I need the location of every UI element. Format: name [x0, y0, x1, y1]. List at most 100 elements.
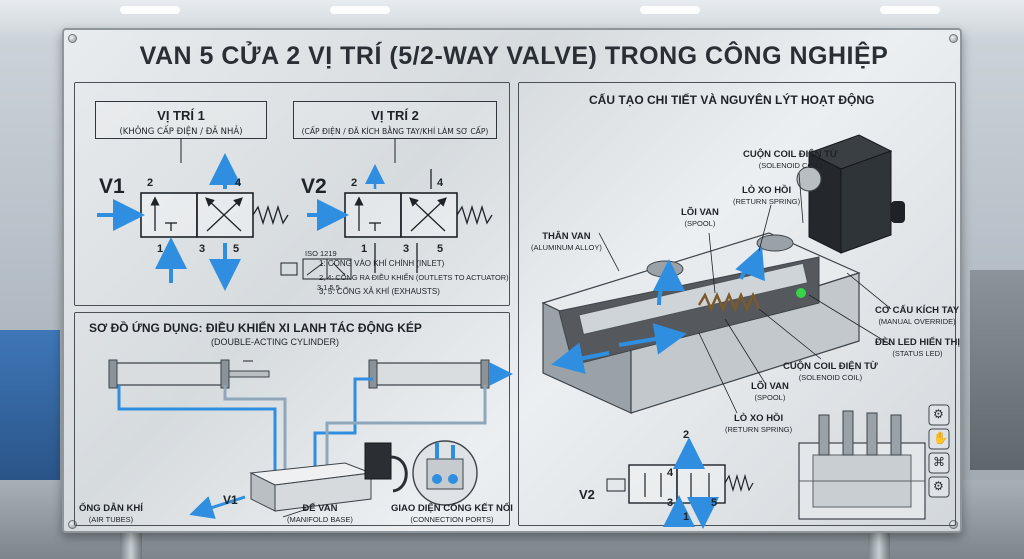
- application-drawing: [108, 359, 513, 519]
- application-subtitle: (DOUBLE-ACTING CYLINDER): [211, 337, 340, 347]
- manifold-label: ĐẾ VAN: [302, 503, 338, 514]
- industrial-machine: [798, 410, 926, 520]
- ceiling-light: [880, 6, 940, 14]
- structure-valve-symbol: [606, 437, 754, 529]
- spring-bottom-sublabel: (RETURN SPRING): [725, 425, 793, 434]
- valve-cutaway-drawing: [541, 134, 950, 529]
- spring-top-callout: LÒ XO HỒI (RETURN SPRING): [733, 185, 800, 206]
- ceiling-light: [120, 6, 180, 14]
- iso-ports-label: 3,1 5,5: [317, 283, 340, 292]
- network-icon: ⌘: [933, 455, 945, 469]
- robot-gripper-icon: ✋: [933, 431, 948, 445]
- robot-arm-icon: ⚙: [933, 407, 944, 421]
- v2-port-4: 4: [437, 177, 444, 189]
- valve-body: [541, 232, 861, 414]
- connection-ports-callout: GIAO DIỆN CỔNG KẾT NỐI (CONNECTION PORTS…: [391, 503, 513, 524]
- v1-port-5: 5: [233, 243, 240, 255]
- air-tubes-callout: ỐNG DẪN KHÍ (AIR TUBES): [79, 503, 143, 524]
- cylinder-right: [368, 359, 513, 389]
- coil-top-label: CUỘN COIL ĐIỆN TỪ: [743, 149, 838, 160]
- manifold-sublabel: (MANIFOLD BASE): [287, 515, 353, 524]
- v2-port-3: 3: [403, 243, 410, 255]
- spool-top-label: LÕI VAN: [681, 207, 719, 218]
- body-callout: THÂN VAN (ALUMINUM ALLOY): [531, 231, 602, 252]
- override-callout: CƠ CẤU KÍCH TAY (MANUAL OVERRIDE): [875, 305, 959, 326]
- override-label: CƠ CẤU KÍCH TAY: [875, 305, 960, 316]
- spring-bottom-label: LÒ XO HỒI: [734, 413, 784, 424]
- spool-bottom-sublabel: (SPOOL): [754, 393, 786, 402]
- background-machine: [970, 270, 1024, 470]
- spring-top-sublabel: (RETURN SPRING): [733, 197, 801, 206]
- background-machine: [0, 330, 60, 480]
- position-1-title: VỊ TRÍ 1: [157, 108, 205, 123]
- page-title: VAN 5 CỬA 2 VỊ TRÍ (5/2-WAY VALVE) TRONG…: [139, 42, 889, 70]
- application-valve-label: V1: [223, 493, 238, 507]
- coil-bottom-label: CUỘN COIL ĐIỆN TỪ: [783, 361, 878, 372]
- v1-symbol: [97, 153, 289, 291]
- air-tubes-sublabel: (AIR TUBES): [88, 515, 134, 524]
- v1-port-4: 4: [235, 177, 242, 189]
- v1-label: V1: [99, 175, 125, 198]
- ceiling-light: [640, 6, 700, 14]
- position-1-subtitle: (KHÔNG CẤP ĐIỆN / ĐÃ NHẢ): [119, 127, 243, 137]
- iso-label: ISO 1219: [305, 249, 337, 258]
- v2-symbol: [307, 164, 493, 273]
- v2-port-1: 1: [361, 243, 368, 255]
- spool-bottom-callout: LÕI VAN (SPOOL): [751, 381, 789, 402]
- spool-bottom-label: LÕI VAN: [751, 381, 789, 392]
- spool-top-sublabel: (SPOOL): [684, 219, 716, 228]
- body-sublabel: (ALUMINUM ALLOY): [531, 243, 602, 252]
- structure-port-2: 2: [683, 429, 690, 441]
- application-panel: SƠ ĐỒ ỨNG DỤNG: ĐIỀU KHIỂN XI LANH TÁC Đ…: [74, 312, 513, 526]
- cylinder-left: [108, 359, 270, 389]
- led-callout: ĐÈN LED HIỂN THỊ (STATUS LED): [875, 337, 960, 358]
- position-2-title: VỊ TRÍ 2: [371, 108, 419, 123]
- sign-post: [868, 530, 890, 559]
- spring-bottom-callout: LÒ XO HỒI (RETURN SPRING): [725, 413, 792, 434]
- connection-ports-label: GIAO DIỆN CỔNG KẾT NỐI: [391, 503, 513, 514]
- v2-label: V2: [301, 175, 327, 198]
- led-label: ĐÈN LED HIỂN THỊ: [875, 337, 960, 348]
- connection-ports-zoom: [412, 440, 478, 506]
- v1-port-1: 1: [157, 243, 164, 255]
- legend-line-1: 1: CỔNG VÀO KHÍ CHÍNH (INLET): [319, 259, 445, 268]
- v2-port-2: 2: [351, 177, 358, 189]
- position-1-box: VỊ TRÍ 1 (KHÔNG CẤP ĐIỆN / ĐÃ NHẢ): [95, 101, 267, 139]
- structure-v2-label: V2: [579, 487, 595, 502]
- structure-port-4: 4: [667, 467, 674, 479]
- iso-symbol: [280, 258, 352, 280]
- structure-panel: CẤU TẠO CHI TIẾT VÀ NGUYÊN LÝT HOẠT ĐỘNG: [518, 82, 960, 529]
- sign-post: [120, 530, 142, 559]
- connection-ports-sublabel: (CONNECTION PORTS): [410, 515, 494, 524]
- coil-bottom-sublabel: (SOLENOID COIL): [798, 373, 863, 382]
- solenoid-coil: [796, 134, 905, 254]
- legend-line-3: 3, 5: CỔNG XẢ KHÍ (EXHAUSTS): [319, 287, 440, 296]
- air-tubes-label: ỐNG DẪN KHÍ: [79, 503, 143, 514]
- screw: [68, 34, 77, 43]
- sign-board: VAN 5 CỬA 2 VỊ TRÍ (5/2-WAY VALVE) TRONG…: [62, 28, 962, 533]
- spool-top-callout: LÕI VAN (SPOOL): [681, 207, 719, 228]
- side-icons: [928, 404, 950, 498]
- screw: [949, 520, 958, 529]
- structure-port-5: 5: [711, 497, 718, 509]
- v1-port-2: 2: [147, 177, 154, 189]
- coil-top-sublabel: (SOLENOID COIL): [758, 161, 823, 170]
- ceiling-light: [330, 6, 390, 14]
- screw: [949, 34, 958, 43]
- body-label: THÂN VAN: [542, 231, 591, 242]
- v1-port-3: 3: [199, 243, 206, 255]
- valve-symbols-drawing: [97, 139, 493, 291]
- valve-on-manifold: [249, 442, 408, 512]
- legend-line-2: 2, 4: CỔNG RA ĐIỀU KHIỂN (OUTLETS TO ACT…: [319, 273, 509, 282]
- coil-top-callout: CUỘN COIL ĐIỆN TỪ (SOLENOID COIL): [743, 149, 838, 170]
- structure-port-1: 1: [683, 511, 690, 523]
- v2-port-5: 5: [437, 243, 444, 255]
- manifold-callout: ĐẾ VAN (MANIFOLD BASE): [287, 503, 353, 524]
- override-sublabel: (MANUAL OVERRIDE): [878, 317, 956, 326]
- position-2-subtitle: (CẤP ĐIỆN / ĐÃ KÍCH BẰNG TAY/KHÍ LÀM SƠ …: [301, 127, 489, 136]
- spring-top-label: LÒ XO HỒI: [742, 185, 792, 196]
- structure-title: CẤU TẠO CHI TIẾT VÀ NGUYÊN LÝT HOẠT ĐỘNG: [589, 93, 875, 107]
- screw: [68, 520, 77, 529]
- position-2-box: VỊ TRÍ 2 (CẤP ĐIỆN / ĐÃ KÍCH BẰNG TAY/KH…: [293, 101, 497, 139]
- led-sublabel: (STATUS LED): [892, 349, 943, 358]
